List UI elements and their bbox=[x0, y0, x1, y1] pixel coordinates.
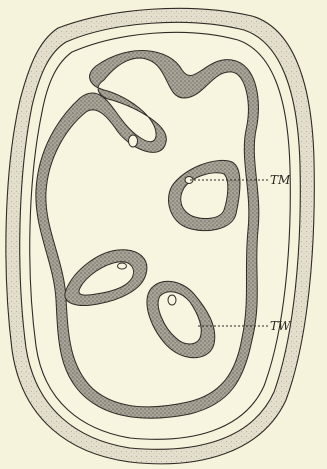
lumen-tw bbox=[168, 295, 176, 305]
upper-lumen bbox=[129, 135, 138, 147]
label-tw: TW bbox=[270, 319, 292, 333]
label-tm: TM bbox=[270, 173, 291, 187]
lumen-left bbox=[118, 263, 127, 269]
